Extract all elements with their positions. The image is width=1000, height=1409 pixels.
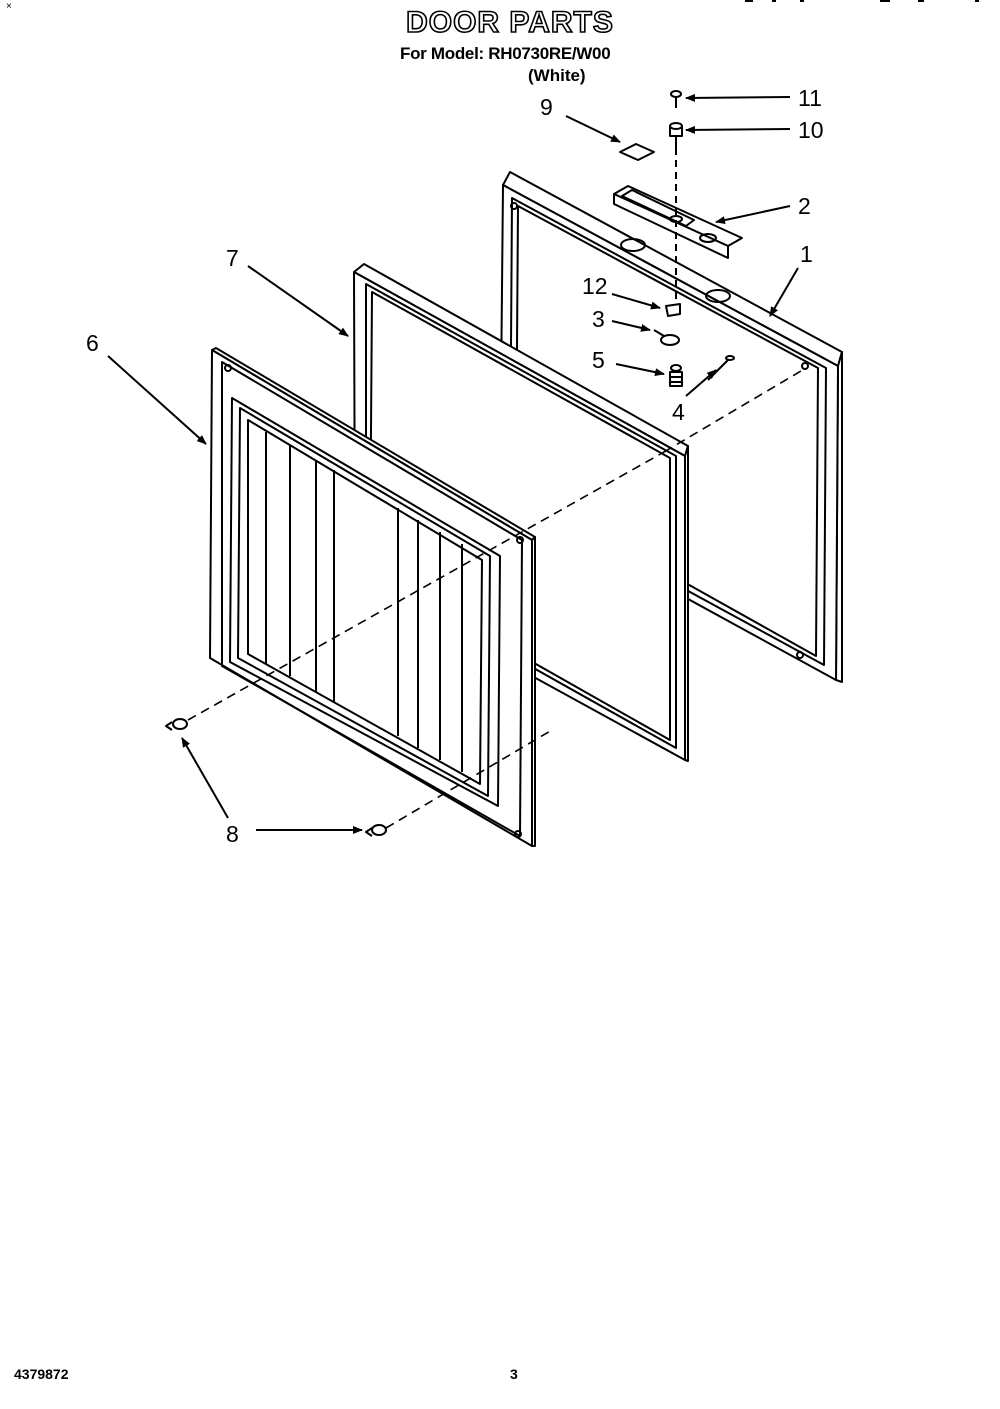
top-edge-mark [800, 0, 804, 2]
corner-registration-mark: × [6, 1, 12, 12]
door-plug-upper [165, 718, 188, 731]
door-gasket [353, 263, 689, 762]
callout-11: 11 [798, 85, 822, 111]
top-edge-mark [880, 0, 890, 2]
hinge-washer [653, 329, 680, 346]
callout-12: 12 [582, 273, 608, 299]
top-edge-mark [975, 0, 979, 2]
assembly-dashed-lines [187, 367, 807, 829]
outer-door-panel [499, 171, 843, 683]
callout-8: 8 [226, 821, 239, 847]
callout-10: 10 [798, 117, 824, 143]
callout-6: 6 [86, 330, 99, 356]
page-title: DOOR PARTS [405, 5, 614, 40]
callout-3: 3 [592, 306, 605, 332]
color-variant: (White) [528, 66, 586, 85]
model-line: For Model: RH0730RE/W00 [400, 44, 611, 63]
page-number: 3 [510, 1366, 518, 1382]
top-edge-mark [745, 0, 753, 2]
document-number: 4379872 [14, 1366, 69, 1382]
hinge-cover [619, 143, 655, 161]
hinge-bushing [669, 364, 683, 387]
top-edge-mark [918, 0, 924, 2]
callout-1: 1 [800, 241, 813, 267]
door-plug-lower [365, 824, 387, 837]
callout-leaders [107, 93, 799, 834]
hinge-clip [665, 303, 681, 317]
inner-door-liner [209, 347, 536, 847]
hinge-bracket [613, 185, 743, 259]
hinge-screw [670, 90, 682, 108]
top-edge-mark [772, 0, 776, 2]
callout-4: 4 [672, 399, 685, 425]
callout-5: 5 [592, 347, 605, 373]
callout-2: 2 [798, 193, 811, 219]
callout-7: 7 [226, 245, 239, 271]
callout-9: 9 [540, 94, 553, 120]
hinge-pin [669, 122, 683, 148]
